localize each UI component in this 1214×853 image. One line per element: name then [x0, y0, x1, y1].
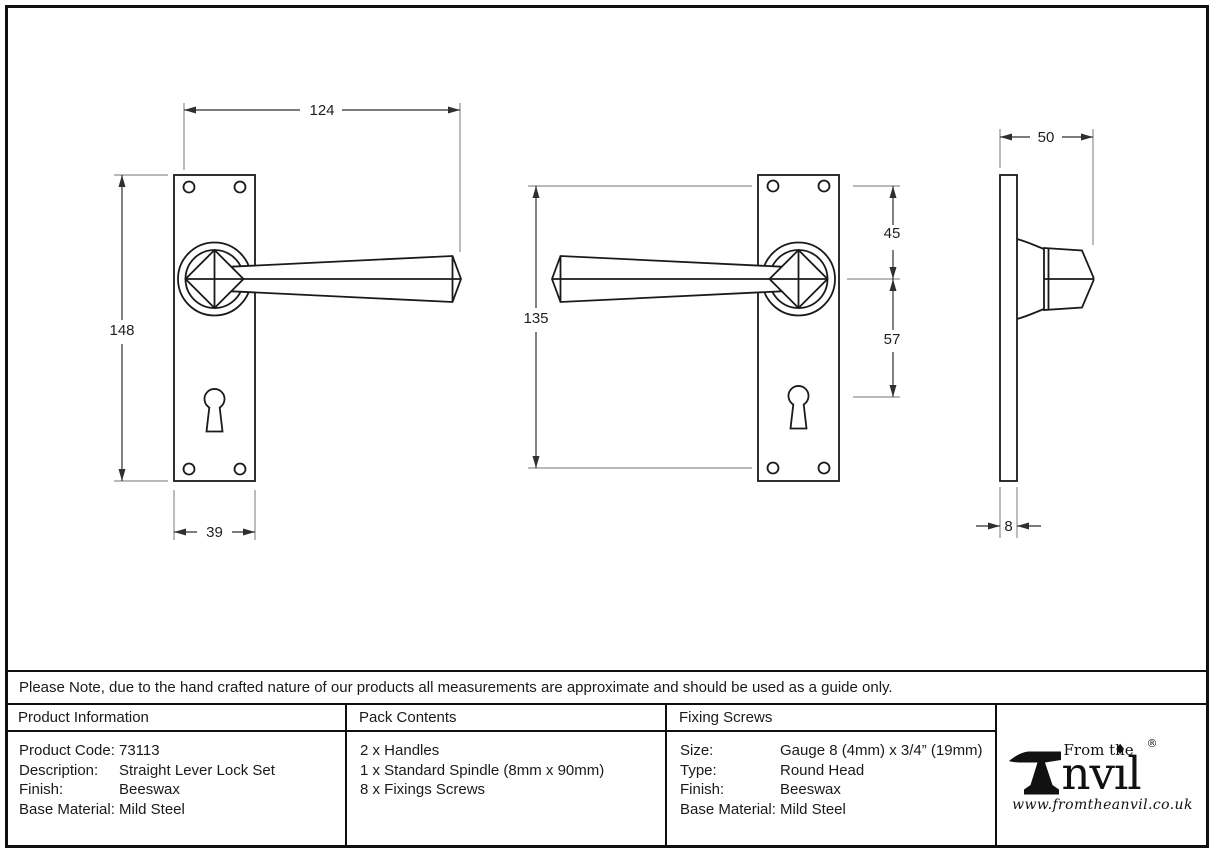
lever-handle	[231, 255, 462, 303]
pack-contents-header: Pack Contents	[347, 705, 667, 732]
front-view-lever-right: 124 148 39	[109, 102, 462, 541]
pack-contents-body: 2 x Handles 1 x Standard Spindle (8mm x …	[347, 732, 667, 848]
side-profile-view: 50 8	[976, 129, 1095, 538]
screw-hole	[233, 180, 247, 194]
lever-handle	[551, 255, 782, 303]
registered-mark: ®	[1146, 736, 1158, 750]
from-the-anvil-logo: From the ® nv♦ıl www.fromtheanvil.co.uk	[1007, 736, 1199, 815]
table-row: Base Material:Mild Steel	[680, 800, 846, 818]
backplate	[757, 174, 840, 482]
dim-height-label: 148	[109, 322, 134, 339]
dim-top-to-spindle-label: 45	[884, 225, 901, 242]
backplate	[173, 174, 256, 482]
technical-drawing: 124 148 39	[109, 102, 1095, 541]
screw-hole	[182, 180, 196, 194]
dim-thickness-label: 8	[1004, 518, 1012, 535]
dim-projection-label: 50	[1038, 129, 1055, 146]
anvil-icon	[1008, 751, 1061, 794]
dim-plate-width-label: 39	[206, 524, 223, 541]
lever-profile	[1043, 247, 1095, 311]
table-row: Base Material:Mild Steel	[19, 800, 185, 818]
table-row: Description:Straight Lever Lock Set	[19, 761, 275, 779]
table-row: Size:Gauge 8 (4mm) x 3/4” (19mm)	[680, 742, 983, 759]
measurement-note: Please Note, due to the hand crafted nat…	[6, 670, 1208, 705]
fixing-screws-header: Fixing Screws	[667, 705, 997, 732]
screw-hole	[233, 462, 247, 476]
table-row: Finish:Beeswax	[19, 781, 180, 798]
logo-wordmark: nv♦ıl	[1061, 741, 1142, 800]
table-row: Product Code:73113	[19, 742, 160, 759]
logo-website: www.fromtheanvil.co.uk	[1012, 796, 1193, 813]
logo-prefix: From the	[1063, 740, 1134, 759]
note-text: Please Note, due to the hand crafted nat…	[19, 679, 893, 696]
diamond-tittle: ♦	[1113, 741, 1127, 758]
product-information-body: Product Code:73113 Description:Straight …	[6, 732, 347, 848]
table-row: Type:Round Head	[680, 761, 865, 779]
dim-width-label: 124	[309, 102, 334, 119]
fixing-screws-body: Size:Gauge 8 (4mm) x 3/4” (19mm) Type:Ro…	[667, 732, 997, 848]
dim-fixing-centres-label: 135	[523, 310, 548, 327]
screw-hole	[817, 179, 831, 193]
screw-hole	[766, 179, 780, 193]
product-info-table: Product Information Pack Contents Fixing…	[6, 705, 1208, 848]
table-row: Finish:Beeswax	[680, 781, 841, 798]
list-item: 2 x Handles	[360, 742, 440, 759]
brand-logo-cell: From the ® nv♦ıl www.fromtheanvil.co.uk	[997, 705, 1208, 848]
keyhole	[787, 385, 810, 430]
keyhole	[203, 388, 226, 433]
screw-hole	[182, 462, 196, 476]
list-item: 1 x Standard Spindle (8mm x 90mm)	[360, 761, 605, 779]
front-view-lever-left: 135 45 57	[523, 174, 901, 482]
dim-spindle-to-keyhole-label: 57	[884, 331, 901, 348]
product-information-header: Product Information	[6, 705, 347, 732]
screw-hole	[766, 461, 780, 475]
screw-hole	[817, 461, 831, 475]
backplate-edge	[999, 174, 1018, 482]
list-item: 8 x Fixings Screws	[360, 781, 486, 798]
